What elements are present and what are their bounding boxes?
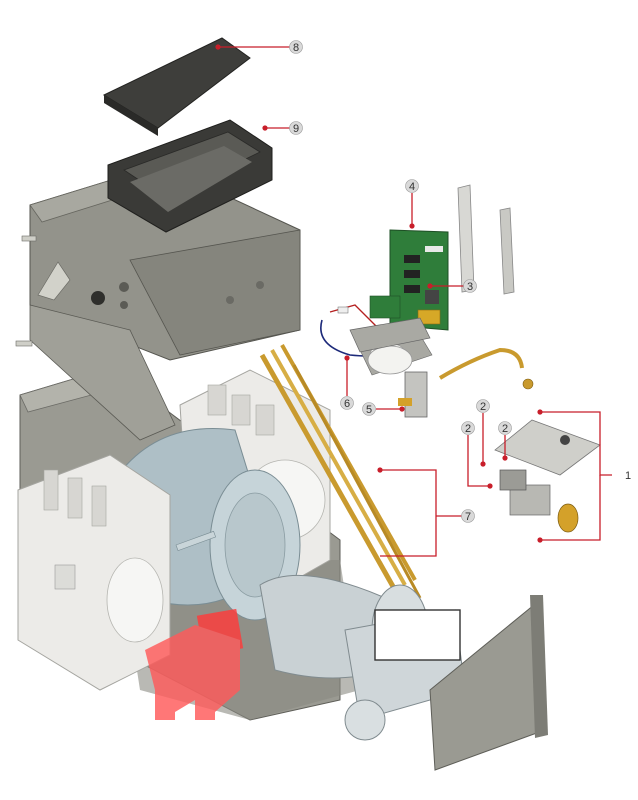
callout-label-2-top: 2: [480, 401, 486, 413]
front-panel: [429, 595, 548, 771]
callout-label-2-left: 2: [465, 423, 471, 435]
frame-tray: [107, 119, 273, 233]
callout-9: 9: [262, 121, 303, 135]
callout-label-9: 9: [293, 123, 299, 135]
callout-8: 8: [215, 40, 303, 54]
callout-2-left: 2: [461, 421, 493, 489]
callout-label-2-right: 2: [502, 423, 508, 435]
callout-6: 6: [340, 355, 354, 410]
callout-2-right: 2: [498, 421, 512, 461]
callout-5: 5: [362, 402, 405, 416]
fan-motor: [349, 295, 431, 375]
cover-lid: [102, 37, 251, 136]
callout-label-1: 1: [625, 470, 631, 482]
callout-1: 1: [537, 409, 631, 543]
callout-label-5: 5: [366, 404, 372, 416]
din-rail-bracket: [457, 184, 515, 295]
callout-label-7: 7: [465, 511, 471, 523]
callout-4: 4: [405, 179, 419, 229]
burner-assembly: [494, 419, 601, 533]
gas-valve: [398, 347, 534, 418]
callout-2-top: 2: [476, 399, 490, 467]
callout-label-8: 8: [293, 42, 299, 54]
upper-housing: [15, 164, 301, 441]
hot-flow-arrow: [145, 608, 244, 720]
callout-7: 7: [377, 467, 475, 557]
heating-elements: [259, 344, 422, 599]
callout-label-4: 4: [409, 181, 415, 193]
callout-label-6: 6: [344, 398, 350, 410]
insulation-front: [17, 454, 171, 691]
callout-3: 3: [427, 279, 477, 293]
callout-label-3: 3: [467, 281, 473, 293]
